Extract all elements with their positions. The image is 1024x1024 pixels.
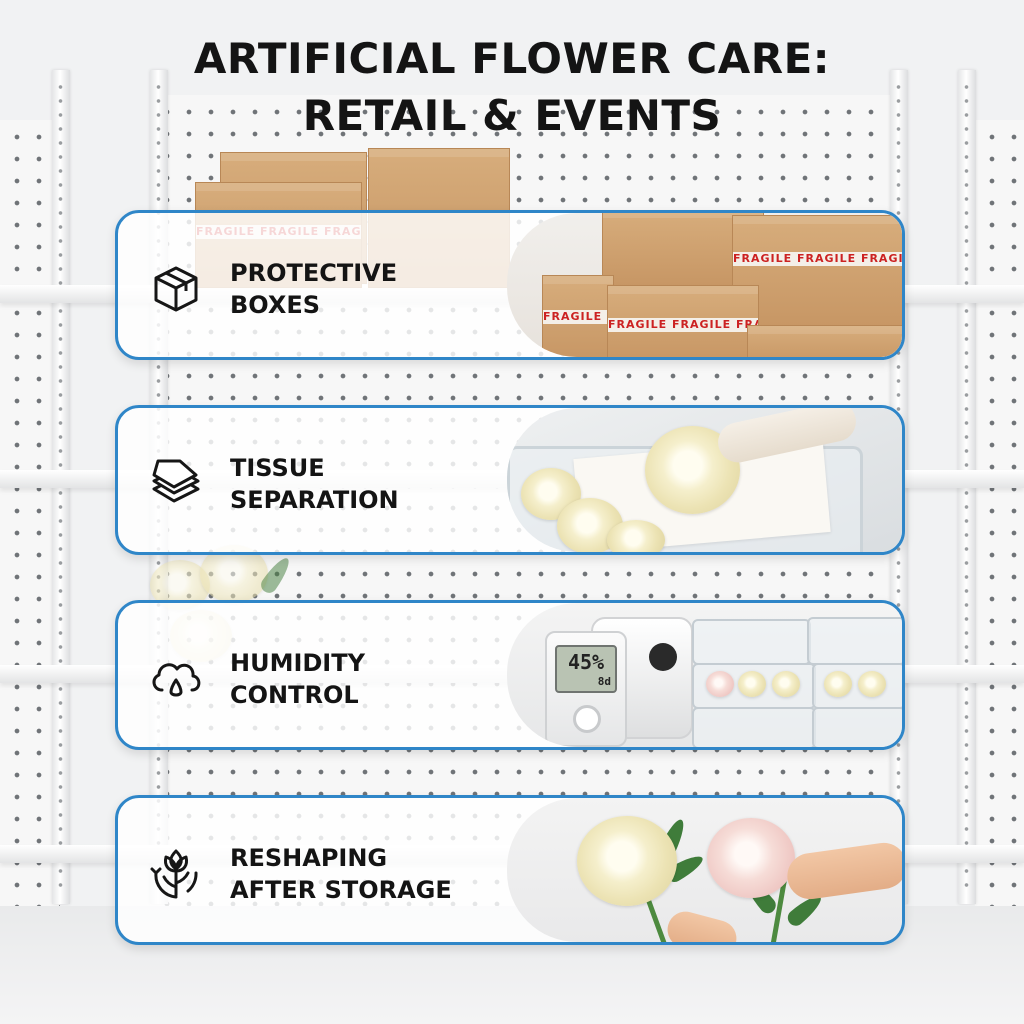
- card-humidity-control: HUMIDITY CONTROL 45% 8d: [115, 600, 905, 750]
- hygrometer: 45% 8d: [545, 631, 627, 747]
- peony: [858, 671, 886, 697]
- label-line: AFTER STORAGE: [230, 876, 452, 904]
- cardboard-box: FRAGILE FRAGILE FRAGILE: [542, 275, 614, 357]
- pegboard-right: [975, 120, 1024, 920]
- card-label: PROTECTIVE BOXES: [230, 257, 530, 321]
- hygrometer-subreading: 8d: [597, 675, 611, 688]
- peony: [706, 671, 734, 697]
- label-line: TISSUE: [230, 454, 325, 482]
- cardboard-box: FRAGILE FRAGILE FRAGILE: [607, 285, 759, 357]
- storage-bin: [692, 619, 811, 665]
- card-label: TISSUE SEPARATION: [230, 452, 530, 516]
- hand: [784, 839, 902, 903]
- label-line: RESHAPING: [230, 844, 388, 872]
- peony: [772, 671, 800, 697]
- storage-bin: [812, 663, 902, 709]
- card-protective-boxes: PROTECTIVE BOXES FRAGILE FRAGILE FRAGILE…: [115, 210, 905, 360]
- pegboard-left: [0, 120, 60, 920]
- photo-taped-boxes: FRAGILE FRAGILE FRAGILE FRAGILE FRAGILE …: [507, 213, 902, 357]
- stacked-sheets-icon: [146, 453, 206, 513]
- label-line: CONTROL: [230, 681, 359, 709]
- dehumidifier-dial: [649, 643, 677, 671]
- label-line: PROTECTIVE: [230, 259, 398, 287]
- hygrometer-screen: 45% 8d: [555, 645, 617, 693]
- peony: [577, 816, 677, 906]
- title-line-2: RETAIL & EVENTS: [302, 91, 722, 140]
- label-line: SEPARATION: [230, 486, 399, 514]
- card-label: RESHAPING AFTER STORAGE: [230, 842, 530, 906]
- photo-reshaping-peonies: [507, 798, 902, 942]
- photo-tissue-bin: [507, 408, 902, 552]
- storage-bin: [807, 617, 902, 665]
- cloud-droplet-icon: [146, 648, 206, 708]
- title-line-1: ARTIFICIAL FLOWER CARE:: [193, 34, 831, 83]
- hygrometer-button: [573, 705, 601, 733]
- humidity-reading: 45%: [567, 650, 605, 674]
- peony: [738, 671, 766, 697]
- cardboard-box: [747, 325, 902, 357]
- peony: [607, 520, 665, 552]
- peony: [824, 671, 852, 697]
- card-label: HUMIDITY CONTROL: [230, 647, 530, 711]
- box-icon: [146, 258, 206, 318]
- photo-humidity-equipment: 45% 8d: [507, 603, 902, 747]
- label-line: BOXES: [230, 291, 321, 319]
- fragile-tape: FRAGILE FRAGILE FRAGILE: [733, 252, 902, 266]
- label-line: HUMIDITY: [230, 649, 365, 677]
- peony: [707, 818, 795, 898]
- fragile-tape: FRAGILE FRAGILE FRAGILE: [543, 310, 613, 324]
- storage-bin: [812, 707, 902, 747]
- cardboard-box: FRAGILE FRAGILE FRAGILE: [732, 215, 902, 335]
- card-tissue-separation: TISSUE SEPARATION: [115, 405, 905, 555]
- storage-bin: [692, 663, 816, 709]
- fragile-tape: FRAGILE FRAGILE FRAGILE: [608, 318, 758, 332]
- page-title: ARTIFICIAL FLOWER CARE: RETAIL & EVENTS: [0, 30, 1024, 144]
- flower-refresh-icon: [146, 843, 206, 903]
- storage-bin: [692, 707, 816, 747]
- card-reshaping-after-storage: RESHAPING AFTER STORAGE: [115, 795, 905, 945]
- hand: [663, 907, 741, 942]
